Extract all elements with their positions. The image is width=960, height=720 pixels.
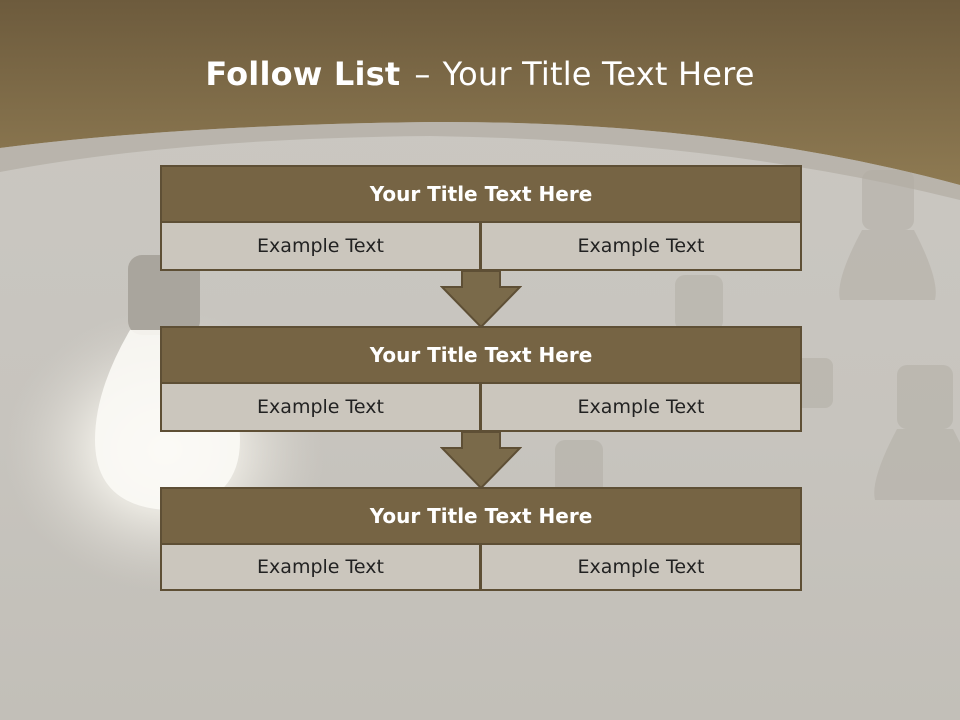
- cell-right: Example Text: [481, 382, 802, 432]
- slide-title-subtitle: Your Title Text Here: [442, 55, 755, 93]
- slide-title: Follow List–Your Title Text Here: [0, 55, 960, 93]
- down-arrow-icon: [440, 432, 522, 490]
- block-title: Your Title Text Here: [160, 487, 802, 545]
- block-title: Your Title Text Here: [160, 326, 802, 384]
- cell-right: Example Text: [481, 543, 802, 591]
- cell-left: Example Text: [160, 221, 481, 271]
- slide-title-dash: –: [414, 55, 431, 93]
- cell-left: Example Text: [160, 382, 481, 432]
- cell-left: Example Text: [160, 543, 481, 591]
- block-title: Your Title Text Here: [160, 165, 802, 223]
- slide-title-main: Follow List: [205, 55, 401, 93]
- down-arrow-icon: [440, 271, 522, 329]
- cell-right: Example Text: [481, 221, 802, 271]
- header-band: [0, 0, 960, 200]
